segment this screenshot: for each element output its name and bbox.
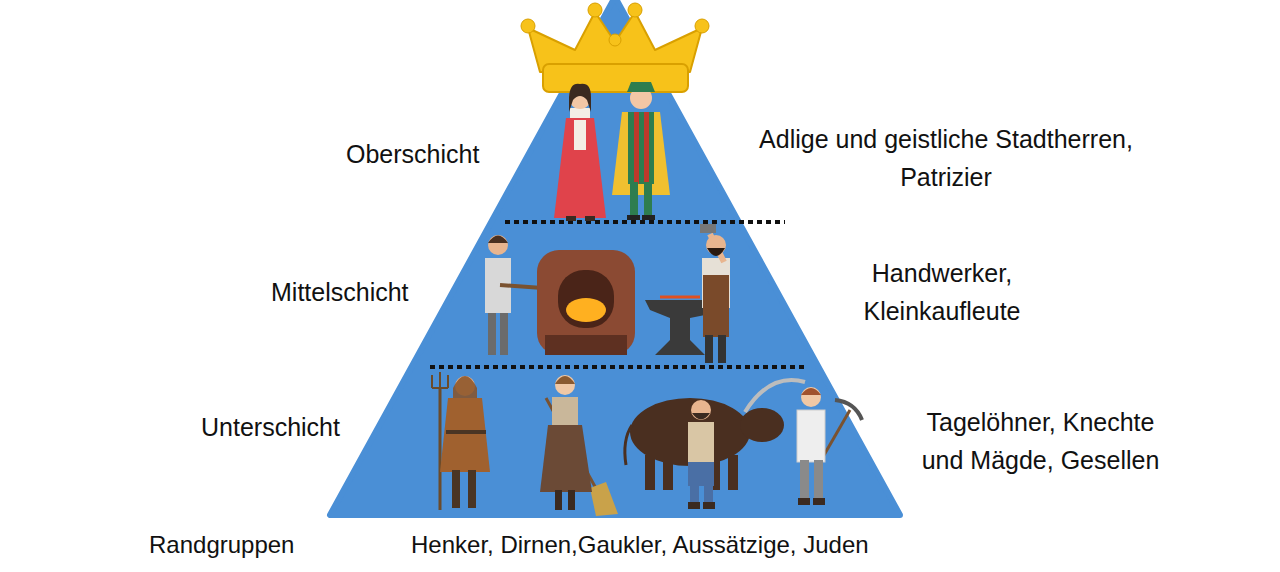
crown-part [543, 64, 688, 92]
farmhand-figure-part [688, 502, 700, 509]
crown-part [609, 34, 621, 46]
farmhand-figure-part [688, 462, 714, 486]
ox-part [740, 408, 784, 442]
class-label: Unterschicht [201, 409, 340, 447]
nobleman-figure-part [634, 112, 639, 184]
journeyman-pickaxe-figure-part [800, 460, 809, 500]
band-divider-part [430, 365, 805, 369]
class-members: Adlige und geistliche Stadtherren, Patri… [716, 121, 1176, 196]
blacksmith-figure [700, 224, 730, 363]
band-divider [430, 222, 805, 367]
class-label: Oberschicht [346, 136, 479, 174]
ox-part [728, 455, 738, 490]
crown-part [628, 3, 642, 17]
noblewoman-figure-part [574, 120, 586, 150]
peasant-pitchfork-figure-part [440, 398, 490, 472]
peasant-pitchfork-figure-part [439, 388, 442, 510]
pyramid-band: Oberschicht Adlige und geistliche Stadthe… [0, 100, 1280, 222]
peasant-pitchfork-figure-part [432, 372, 448, 388]
pyramid-band: Unterschicht Tagelöhner, Knechte und Mägd… [0, 367, 1280, 515]
oven-part [545, 335, 627, 355]
maid-broom-figure-part [555, 490, 562, 510]
ox-part [745, 380, 805, 412]
journeyman-pickaxe-figure-part [797, 410, 825, 462]
ox-part [625, 425, 632, 465]
group-label: Randgruppen [149, 527, 294, 563]
ox-part [645, 455, 655, 490]
farmhand-figure [688, 400, 715, 509]
crown-part [588, 3, 602, 17]
nobleman-figure [612, 82, 670, 220]
maid-broom-figure-part [555, 376, 575, 384]
oven-part [537, 250, 635, 355]
journeyman-pickaxe-figure-part [801, 387, 821, 407]
nobleman-figure-part [630, 182, 638, 217]
farmhand-figure-part [692, 413, 710, 420]
journeyman-pickaxe-figure-part [813, 498, 825, 505]
nobleman-figure-part [627, 82, 655, 92]
pyramid [330, 0, 900, 515]
blacksmith-figure-part [706, 235, 726, 255]
peasant-pitchfork-figure-part [453, 376, 477, 398]
noblewoman-figure-part [566, 216, 576, 221]
blacksmith-figure-part [705, 335, 713, 363]
blacksmith-figure-part [703, 275, 729, 337]
band-divider-part [505, 220, 785, 224]
farmhand-figure-part [691, 400, 711, 420]
journeyman-pickaxe-figure [797, 387, 862, 505]
noblewoman-figure-part [585, 216, 595, 221]
peasant-pitchfork-figure-part [446, 430, 486, 434]
anvil-part [660, 296, 700, 299]
oven-part [558, 270, 614, 328]
crown-part [695, 19, 709, 33]
blacksmith-figure-part [700, 224, 716, 233]
nobleman-figure-part [612, 112, 670, 195]
farmhand-figure-part [688, 422, 714, 464]
class-members: Tagelöhner, Knechte und Mägde, Gesellen [918, 404, 1163, 479]
oven [537, 250, 635, 355]
nobleman-figure-part [644, 182, 652, 217]
baker-figure-part [500, 313, 508, 355]
blacksmith-figure-part [718, 335, 726, 363]
group-members: Henker, Dirnen,Gaukler, Aussätzige, Jude… [411, 527, 869, 563]
peasant-pitchfork-figure [432, 372, 490, 510]
noblewoman-figure [554, 84, 606, 221]
maid-broom-figure-part [552, 397, 578, 427]
nobleman-figure-part [628, 112, 654, 184]
nobleman-figure-part [644, 112, 649, 184]
journeyman-pickaxe-figure-part [801, 388, 821, 395]
pyramid-band: Mittelschicht Handwerker, Kleinkaufleute [0, 222, 1280, 367]
maid-broom-figure [540, 375, 618, 516]
baker-figure-part [488, 313, 496, 355]
class-label: Mittelschicht [271, 274, 409, 312]
maid-broom-figure-part [540, 425, 592, 492]
farmhand-figure-part [704, 484, 713, 504]
farmhand-figure-part [690, 484, 699, 504]
noblewoman-figure-part [554, 118, 606, 218]
baker-figure-part [488, 235, 508, 255]
baker-figure-part [488, 236, 508, 244]
class-members: Handwerker, Kleinkaufleute [842, 255, 1042, 330]
ox [625, 380, 805, 490]
crown [521, 3, 709, 92]
journeyman-pickaxe-figure-part [835, 400, 862, 420]
nobleman-figure-part [642, 215, 655, 220]
crown-part [521, 19, 535, 33]
noblewoman-figure-part [569, 84, 591, 112]
maid-broom-figure-part [568, 490, 575, 510]
peasant-pitchfork-figure-part [452, 470, 460, 508]
farmhand-figure-part [703, 502, 715, 509]
journeyman-pickaxe-figure-part [814, 460, 823, 500]
maid-broom-figure-part [555, 375, 575, 395]
nobleman-figure-part [627, 215, 640, 220]
journeyman-pickaxe-figure-part [798, 498, 810, 505]
maid-broom-figure-part [590, 482, 618, 516]
peasant-pitchfork-figure-part [468, 470, 476, 508]
oven-part [566, 298, 606, 322]
ox-part [663, 455, 673, 490]
pyramid-part [330, 0, 900, 515]
blacksmith-figure-part [707, 248, 725, 256]
